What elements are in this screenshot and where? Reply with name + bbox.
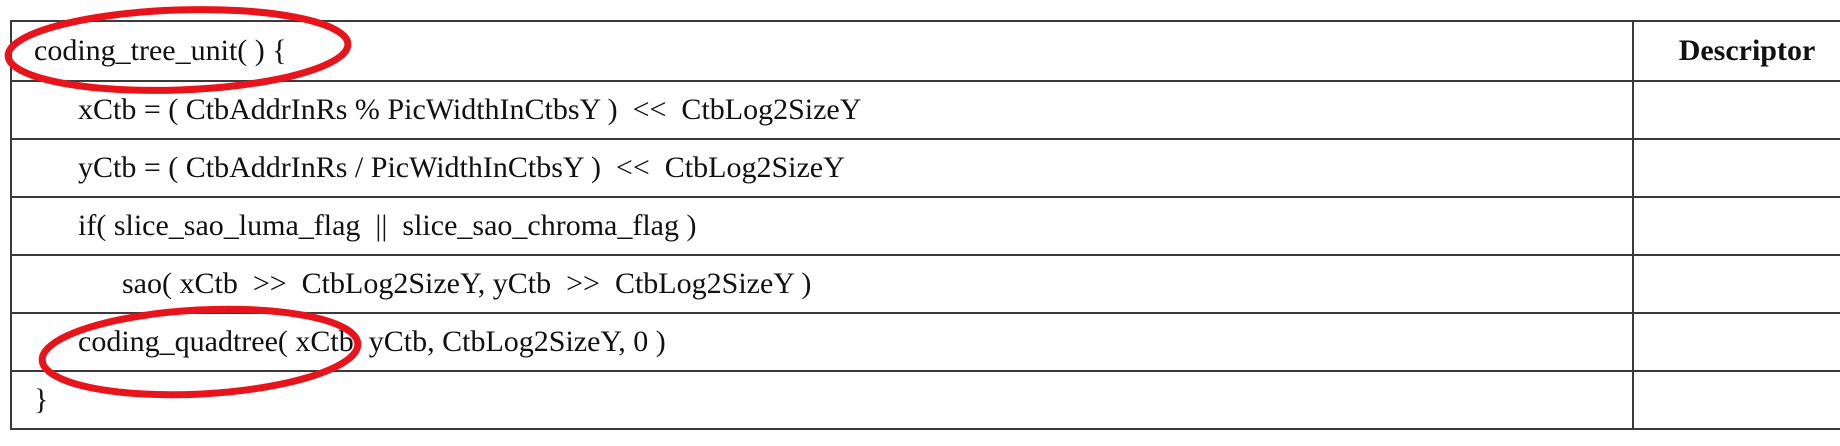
code-cell: coding_tree_unit( ) { (10, 20, 1634, 82)
code-cell: yCtb = ( CtbAddrInRs / PicWidthInCtbsY )… (10, 138, 1634, 198)
descriptor-cell (1632, 312, 1840, 372)
code-cell: sao( xCtb >> CtbLog2SizeY, yCtb >> CtbLo… (10, 254, 1634, 314)
table-row: if( slice_sao_luma_flag || slice_sao_chr… (10, 196, 1840, 256)
descriptor-cell (1632, 370, 1840, 430)
descriptor-cell (1632, 254, 1840, 314)
syntax-table: coding_tree_unit( ) { Descriptor xCtb = … (10, 20, 1840, 430)
code-cell: coding_quadtree( xCtb, yCtb, CtbLog2Size… (10, 312, 1634, 372)
descriptor-cell (1632, 196, 1840, 256)
code-cell: if( slice_sao_luma_flag || slice_sao_chr… (10, 196, 1634, 256)
descriptor-cell (1632, 80, 1840, 140)
syntax-table-frame: coding_tree_unit( ) { Descriptor xCtb = … (10, 20, 1840, 440)
table-row: coding_tree_unit( ) { Descriptor (10, 20, 1840, 82)
code-cell: xCtb = ( CtbAddrInRs % PicWidthInCtbsY )… (10, 80, 1634, 140)
table-row: sao( xCtb >> CtbLog2SizeY, yCtb >> CtbLo… (10, 254, 1840, 314)
table-row: xCtb = ( CtbAddrInRs % PicWidthInCtbsY )… (10, 80, 1840, 140)
table-row: coding_quadtree( xCtb, yCtb, CtbLog2Size… (10, 312, 1840, 372)
table-row: } (10, 370, 1840, 430)
table-row: yCtb = ( CtbAddrInRs / PicWidthInCtbsY )… (10, 138, 1840, 198)
descriptor-header: Descriptor (1632, 20, 1840, 82)
descriptor-cell (1632, 138, 1840, 198)
code-cell: } (10, 370, 1634, 430)
